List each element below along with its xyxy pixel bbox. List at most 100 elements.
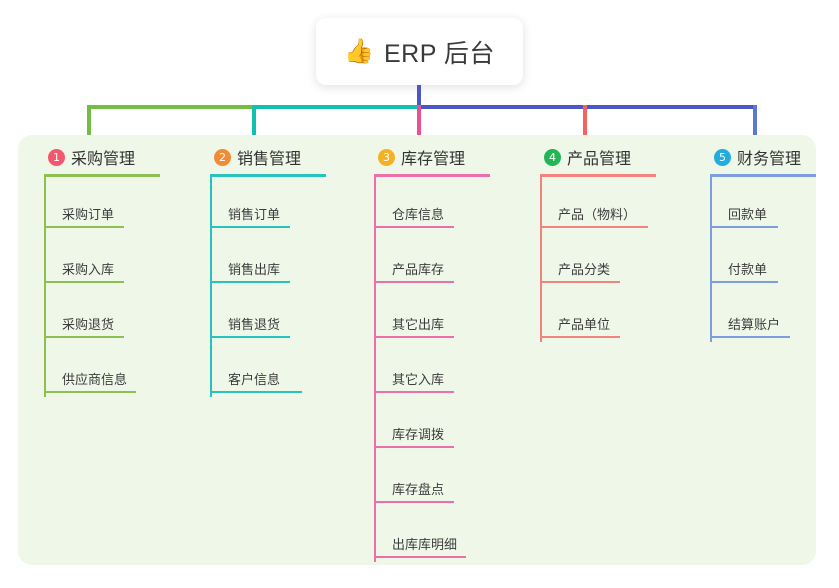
leaf-node-label: 结算账户 — [728, 317, 781, 332]
connector-root-stem — [417, 85, 421, 108]
branch-header-rule — [374, 174, 490, 177]
branch-column-5: 5 财务管理回款单付款单结算账户 — [700, 145, 816, 342]
branch-column-3: 3 库存管理仓库信息产品库存其它出库其它入库库存调拨库存盘点出库库明细 — [364, 145, 514, 562]
leaf-node-rule — [210, 336, 290, 338]
branch-index-badge: 5 — [714, 148, 731, 166]
leaf-node-rule — [210, 226, 290, 228]
branch-leaf-list: 采购订单采购入库采购退货供应商信息 — [34, 177, 184, 397]
leaf-node[interactable]: 采购订单 — [34, 177, 184, 232]
leaf-node-rule — [374, 446, 454, 448]
leaf-node-rule — [210, 391, 302, 393]
branch-spine — [374, 177, 376, 562]
leaf-node[interactable]: 产品（物料） — [530, 177, 680, 232]
leaf-node[interactable]: 产品库存 — [364, 232, 514, 287]
leaf-node[interactable]: 付款单 — [700, 232, 816, 287]
leaf-node-rule — [710, 336, 790, 338]
branch-title-label: 库存管理 — [401, 151, 466, 168]
leaf-node-rule — [374, 391, 454, 393]
branch-title-label: 销售管理 — [237, 151, 302, 168]
leaf-node-label: 采购入库 — [62, 262, 115, 277]
branch-column-4: 4 产品管理产品（物料） 产品分类产品单位 — [530, 145, 680, 342]
leaf-node-rule — [540, 336, 620, 338]
leaf-node[interactable]: 库存调拨 — [364, 397, 514, 452]
branch-column-1: 1 采购管理采购订单采购入库采购退货供应商信息 — [34, 145, 184, 397]
leaf-node-rule — [44, 281, 124, 283]
connector-drop-5 — [753, 105, 757, 150]
leaf-node[interactable]: 客户信息 — [200, 342, 350, 397]
leaf-node[interactable]: 结算账户 — [700, 287, 816, 342]
leaf-node-label: 销售出库 — [228, 262, 281, 277]
connector-drop-4 — [583, 105, 587, 150]
branch-leaf-list: 销售订单销售出库销售退货客户信息 — [200, 177, 350, 397]
leaf-node-label: 仓库信息 — [392, 207, 445, 222]
connector-drop-2 — [252, 105, 256, 150]
leaf-node[interactable]: 产品分类 — [530, 232, 680, 287]
leaf-node-label: 其它出库 — [392, 317, 445, 332]
branch-header-rule — [710, 174, 816, 177]
connector-drop-3 — [417, 105, 421, 150]
leaf-node-label: 产品库存 — [392, 262, 445, 277]
branch-index-badge: 4 — [544, 148, 561, 166]
leaf-node-rule — [210, 281, 290, 283]
leaf-node-rule — [374, 336, 454, 338]
leaf-node-label: 回款单 — [728, 207, 768, 222]
leaf-node-rule — [44, 226, 124, 228]
thumbs-up-icon: 👍 — [344, 37, 374, 65]
leaf-node[interactable]: 采购入库 — [34, 232, 184, 287]
branch-header-5[interactable]: 5 财务管理 — [700, 145, 816, 169]
leaf-node[interactable]: 销售退货 — [200, 287, 350, 342]
leaf-node-label: 产品分类 — [558, 262, 611, 277]
branch-spine — [540, 177, 542, 342]
leaf-node[interactable]: 库存盘点 — [364, 452, 514, 507]
branch-column-2: 2 销售管理销售订单销售出库销售退货客户信息 — [200, 145, 350, 397]
leaf-node[interactable]: 仓库信息 — [364, 177, 514, 232]
branch-title-label: 产品管理 — [567, 151, 632, 168]
leaf-node-label: 销售退货 — [228, 317, 281, 332]
leaf-node-label: 供应商信息 — [62, 372, 128, 387]
leaf-node-rule — [540, 226, 648, 228]
leaf-node[interactable]: 销售订单 — [200, 177, 350, 232]
leaf-node-label: 采购退货 — [62, 317, 115, 332]
branches-panel — [18, 135, 816, 565]
branch-header-2[interactable]: 2 销售管理 — [200, 145, 350, 169]
leaf-node-rule — [374, 556, 466, 558]
branch-spine — [44, 177, 46, 397]
leaf-node-rule — [374, 226, 454, 228]
branch-index-badge: 2 — [214, 148, 231, 166]
branch-header-4[interactable]: 4 产品管理 — [530, 145, 680, 169]
branch-title-label: 采购管理 — [71, 151, 136, 168]
root-node-erp-backend[interactable]: 👍 ERP 后台 — [316, 18, 523, 85]
branch-leaf-list: 产品（物料） 产品分类产品单位 — [530, 177, 680, 342]
branch-header-rule — [44, 174, 160, 177]
leaf-node[interactable]: 回款单 — [700, 177, 816, 232]
branch-header-3[interactable]: 3 库存管理 — [364, 145, 514, 169]
leaf-node[interactable]: 采购退货 — [34, 287, 184, 342]
leaf-node[interactable]: 产品单位 — [530, 287, 680, 342]
connector-drop-1 — [87, 105, 91, 150]
branch-header-rule — [540, 174, 656, 177]
root-node-label: ERP 后台 — [383, 39, 495, 68]
leaf-node[interactable]: 其它入库 — [364, 342, 514, 397]
leaf-node-label: 产品（物料） — [558, 207, 637, 222]
branch-spine — [710, 177, 712, 342]
branch-index-badge: 1 — [48, 148, 65, 166]
leaf-node-label: 出库库明细 — [392, 537, 458, 552]
leaf-node-rule — [710, 281, 778, 283]
branch-leaf-list: 回款单付款单结算账户 — [700, 177, 816, 342]
leaf-node-label: 销售订单 — [228, 207, 281, 222]
leaf-node-label: 采购订单 — [62, 207, 115, 222]
leaf-node[interactable]: 供应商信息 — [34, 342, 184, 397]
leaf-node[interactable]: 出库库明细 — [364, 507, 514, 562]
leaf-node-label: 库存调拨 — [392, 427, 445, 442]
branch-header-1[interactable]: 1 采购管理 — [34, 145, 184, 169]
leaf-node[interactable]: 其它出库 — [364, 287, 514, 342]
leaf-node-label: 客户信息 — [228, 372, 281, 387]
leaf-node-rule — [540, 281, 620, 283]
leaf-node-rule — [44, 336, 124, 338]
connector-bar-segment-2 — [252, 105, 419, 109]
connector-bar-segment-1 — [87, 105, 254, 109]
branch-header-rule — [210, 174, 326, 177]
branch-title-label: 财务管理 — [737, 151, 802, 168]
branch-index-badge: 3 — [378, 148, 395, 166]
leaf-node[interactable]: 销售出库 — [200, 232, 350, 287]
